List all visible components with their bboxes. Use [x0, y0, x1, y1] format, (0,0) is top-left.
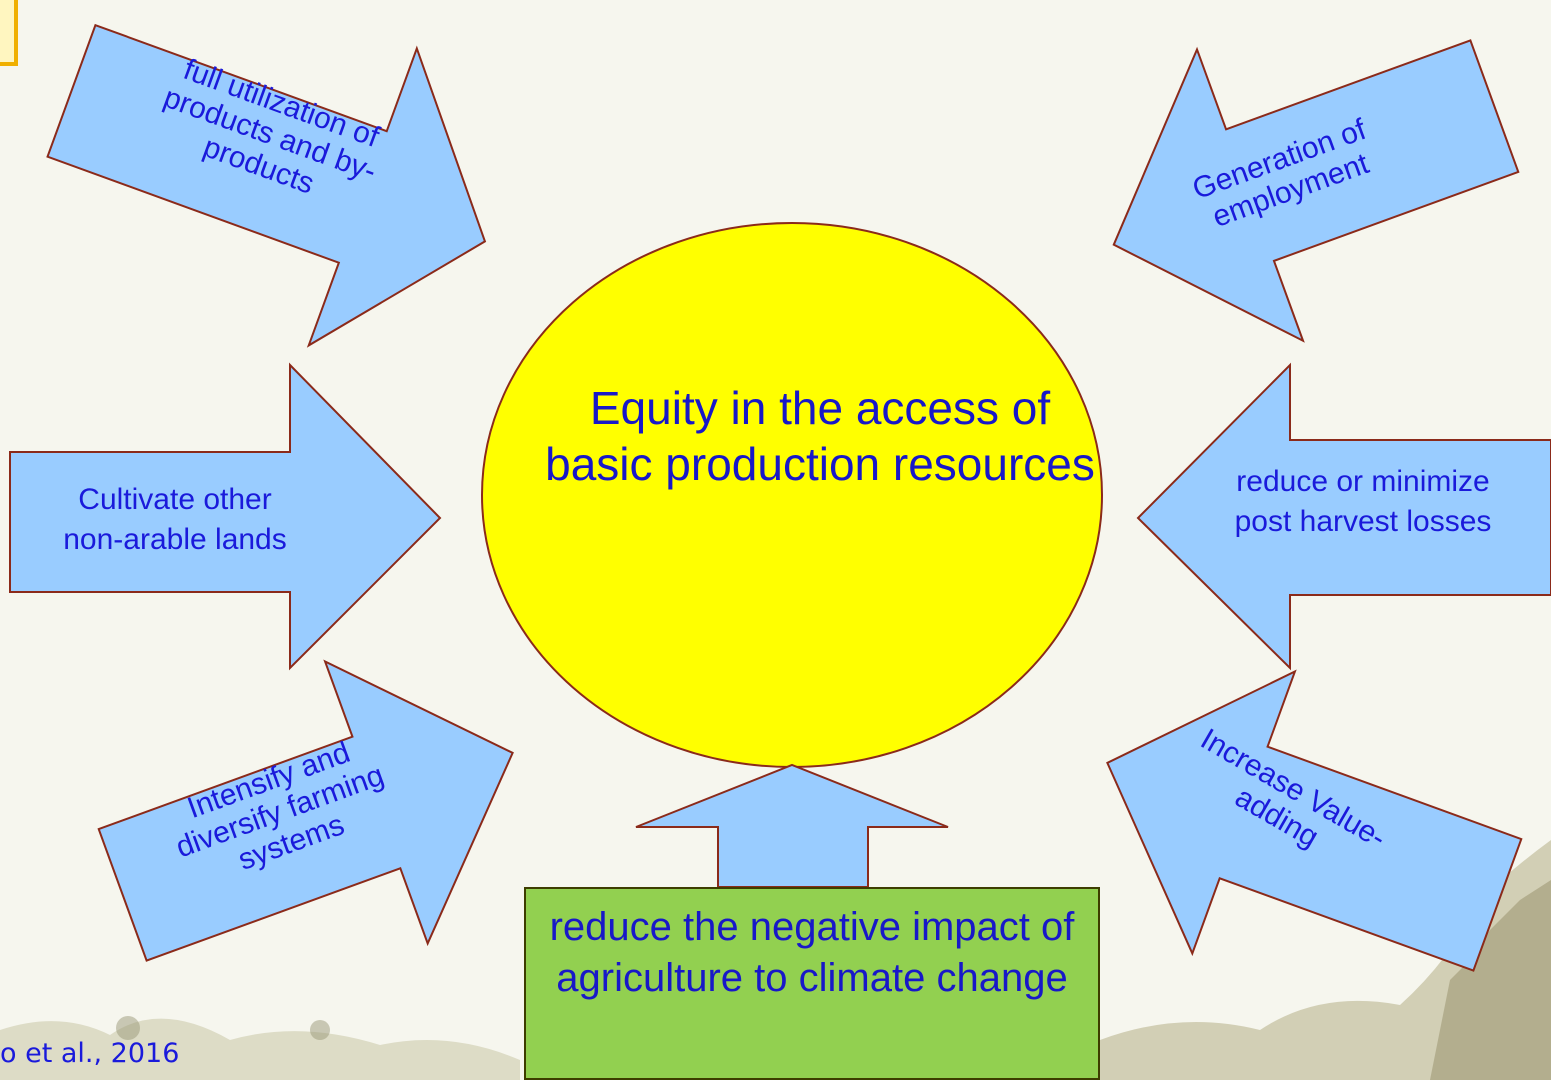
arrow-mid-right-label: reduce or minimize post harvest losses	[1234, 465, 1492, 538]
bottom-box-label: reduce the negative impact of agricultur…	[549, 905, 1075, 1001]
hub-circle	[481, 222, 1103, 768]
arrow-bottom	[635, 763, 949, 888]
arrow-bottom-right	[1106, 669, 1523, 972]
arrow-top-right	[1112, 39, 1520, 343]
corner-marker	[0, 0, 18, 66]
arrow-bottom-left	[97, 659, 514, 962]
arrow-mid-right	[1136, 362, 1551, 671]
hub-label: Equity in the access of basic production…	[545, 382, 1095, 491]
arrow-top-left	[46, 23, 487, 348]
arrow-mid-left-label: Cultivate other non-arable lands	[63, 483, 287, 556]
bottom-box	[524, 887, 1100, 1080]
arrow-mid-left	[9, 362, 442, 671]
citation: o et al., 2016	[0, 1038, 180, 1069]
